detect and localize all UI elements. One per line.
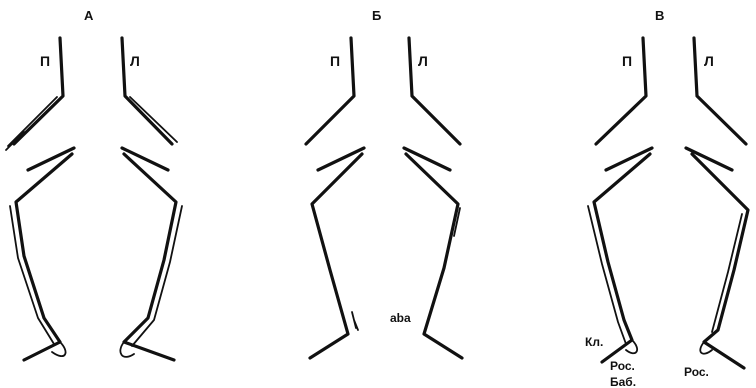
panel-v-note-ros-right: Рос. bbox=[610, 359, 635, 373]
panel-a-left-side-label: Л bbox=[130, 53, 140, 69]
panel-a-lower-left-line bbox=[124, 154, 176, 360]
panel-b-right-side-label: П bbox=[330, 53, 340, 69]
panel-a-title: А bbox=[84, 8, 94, 23]
panel-a-upper-left-trace bbox=[130, 97, 177, 142]
panel-b: Б П Л aba bbox=[306, 8, 462, 358]
panel-v-lower-left-line bbox=[692, 154, 748, 368]
panel-b-title: Б bbox=[372, 8, 381, 23]
panel-a-upper-right-trace bbox=[8, 97, 57, 146]
panel-b-upper-left-line bbox=[409, 38, 460, 144]
panel-a: А П Л bbox=[6, 8, 182, 360]
panel-v-lower-left-trace bbox=[712, 214, 742, 332]
panel-b-lower-right-line bbox=[310, 154, 362, 358]
panel-a-right-side-label: П bbox=[40, 53, 50, 69]
panel-b-lower-left-line bbox=[406, 154, 462, 358]
panel-b-center-note: aba bbox=[390, 311, 411, 325]
panel-v-note-kl: Кл. bbox=[585, 335, 603, 349]
panel-a-upper-right-trace-extra bbox=[6, 132, 24, 150]
panel-v: В П Л Кл. Рос. Баб. Рос. bbox=[585, 8, 748, 388]
panel-v-left-side-label: Л bbox=[704, 53, 714, 69]
panel-v-title: В bbox=[655, 8, 664, 23]
panel-v-note-bab: Баб. bbox=[610, 375, 636, 388]
panel-v-note-ros-left: Рос. bbox=[684, 365, 709, 379]
panel-a-upper-right-line bbox=[14, 38, 63, 144]
panel-v-gap-bar-left bbox=[686, 148, 732, 170]
panel-b-lower-right-arrow-mark bbox=[352, 312, 358, 330]
panel-v-upper-right-line bbox=[596, 38, 646, 144]
panel-v-upper-left-line bbox=[694, 38, 746, 144]
panel-v-right-side-label: П bbox=[622, 53, 632, 69]
panel-v-lower-right-trace bbox=[588, 206, 626, 344]
panel-b-left-side-label: Л bbox=[418, 53, 428, 69]
